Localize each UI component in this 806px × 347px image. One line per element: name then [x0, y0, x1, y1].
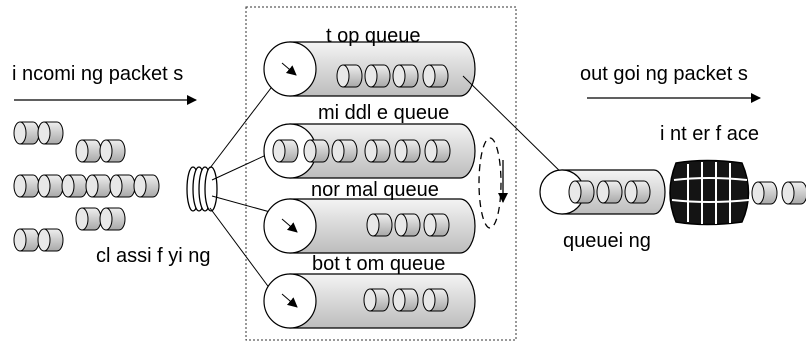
dequeue-line: [462, 75, 573, 184]
queue-top: [263, 41, 476, 97]
outgoing-packets-label: out goi ng packet s: [580, 63, 748, 85]
scheduler-cycle-icon: [478, 137, 508, 229]
incoming-packets: [13, 121, 160, 252]
bottom-queue-label: bot t om queue: [312, 253, 446, 275]
queues-frame: [245, 6, 517, 341]
incoming-packets-label: i ncomi ng packet s: [12, 63, 184, 85]
queue-entry-arrows: [281, 62, 298, 308]
normal-queue-label: nor mal queue: [311, 179, 439, 201]
queue-middle: [263, 123, 476, 179]
outgoing-packets: [751, 181, 806, 205]
queue-bottom: [263, 273, 476, 329]
classifying-label: cl assi f yi ng: [96, 245, 211, 267]
classifier-connectors: [209, 66, 288, 298]
interface-barrel-icon: [669, 159, 750, 226]
classifier-icon: [186, 166, 218, 212]
top-queue-label: t op queue: [326, 25, 421, 47]
interface-label: i nt er f ace: [660, 123, 759, 145]
queue-normal: [263, 198, 476, 254]
queueing-label: queuei ng: [563, 230, 651, 252]
middle-queue-label: mi ddl e queue: [318, 102, 450, 124]
output-queue: [539, 169, 666, 215]
